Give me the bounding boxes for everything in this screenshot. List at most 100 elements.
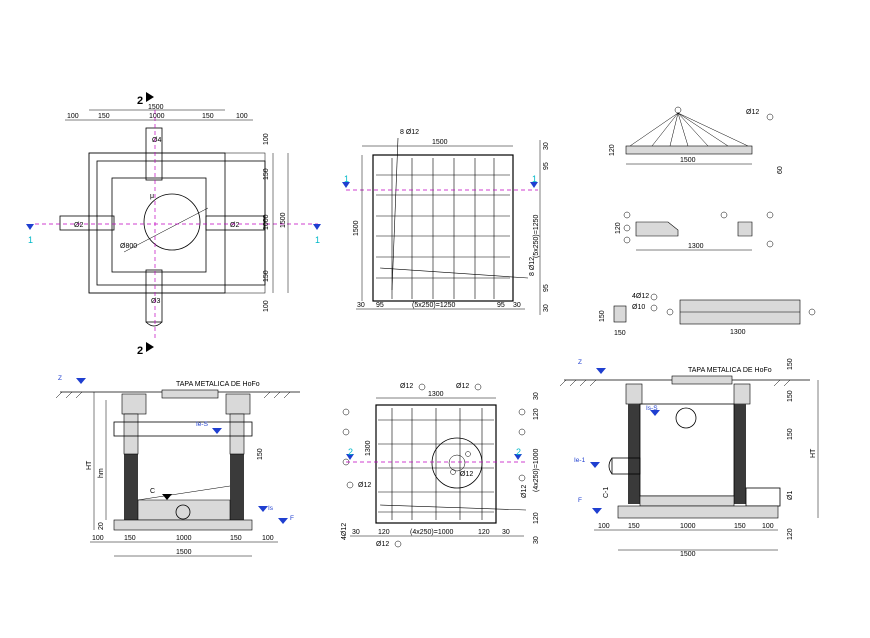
- section2-dim-bottom-2: 150: [628, 523, 640, 530]
- section1-dim-total: 1500: [176, 549, 192, 556]
- section2-level-f: F: [578, 497, 582, 504]
- plan-dim-top-1: 100: [67, 113, 79, 120]
- plan-dim-right-4: 150: [263, 270, 270, 282]
- section2-dim-bottom-3: 1000: [680, 523, 696, 530]
- slab-dim-right-2: 95: [543, 162, 550, 170]
- section2-level-top: Z: [578, 359, 582, 366]
- base-dim-bottom-2: 120: [378, 529, 390, 536]
- section2-level-f-icon: [592, 508, 602, 514]
- level-is-icon: [258, 506, 268, 512]
- section1-dim-bottom-4: 150: [230, 535, 242, 542]
- section2-dim-bottom-1: 100: [598, 523, 610, 530]
- detail-small-dim-b: 150: [614, 330, 626, 337]
- section-marker-bottom: 2: [137, 345, 143, 357]
- plan-pipe-top: Ø4: [152, 137, 161, 144]
- detail-small: 4Ø12 Ø10 150 150 1300: [599, 293, 816, 337]
- slab-dim-bottom-2: 95: [376, 302, 384, 309]
- section1-level-f: F: [290, 515, 294, 522]
- section2-cover-label: TAPA METALICA DE HoFo: [688, 367, 772, 374]
- section-marker-top: 2: [137, 95, 143, 107]
- detail-top-dim-right: 60: [777, 166, 784, 174]
- detail-small-rebar-a: 4Ø12: [632, 293, 649, 300]
- section2-level-ie-icon: [590, 462, 600, 468]
- section2-dim-total: 1500: [680, 551, 696, 558]
- plan-dim-top-5: 100: [236, 113, 248, 120]
- section1-dim-bottom-5: 100: [262, 535, 274, 542]
- section2-dim-150a: 150: [787, 390, 794, 402]
- plan-dim-right-5: 100: [263, 300, 270, 312]
- detail-top-rebar: Ø12: [746, 109, 759, 116]
- section2-level-ie: Ie-1: [574, 457, 586, 464]
- section2-level-z-icon: [596, 368, 606, 374]
- base-dim-right-4: 30: [533, 536, 540, 544]
- section1-level-is: Is: [268, 505, 274, 512]
- detail-mid-dim-bottom: 1300: [688, 243, 704, 250]
- section2-dim-150b: 150: [787, 428, 794, 440]
- base-dim-left: 1300: [365, 440, 372, 456]
- slab-dim-right-4: 30: [543, 304, 550, 312]
- slab-section-left-icon: [342, 182, 350, 188]
- plan-dim-right-1: 100: [263, 133, 270, 145]
- detail-hook-marker-icon: [674, 106, 682, 114]
- section1-dim-bottom-3: 1000: [176, 535, 192, 542]
- plan-view: 2 2 1500 100 150 1000 150 100 Ø4 Ø3 Ø2 Ø…: [26, 92, 321, 357]
- base-dim-bottom-5: 30: [502, 529, 510, 536]
- level-c-icon: [162, 494, 172, 500]
- base-section-right-icon: [514, 454, 522, 460]
- section1-dim-20: 20: [98, 522, 105, 530]
- plan-dim-top-3: 1000: [149, 113, 165, 120]
- detail-small-dim-a: 150: [599, 310, 606, 322]
- detail-top-dim-bottom: 1500: [680, 157, 696, 164]
- section1-dim-bottom-1: 100: [92, 535, 104, 542]
- plan-pipe-left: Ø2: [74, 222, 83, 229]
- base-rebar-b: Ø12: [456, 383, 469, 390]
- section1-dim-150: 150: [257, 448, 264, 460]
- base-rebar-c: Ø12: [460, 471, 473, 478]
- detail-small-bottom: 1300: [730, 329, 746, 336]
- base-dim-bottom-1: 30: [352, 529, 360, 536]
- detail-mid: 1300 120: [615, 211, 774, 251]
- slab-view: 1500 8 Ø12 1 1 1500 (5x250)=1250 8 Ø12: [342, 129, 550, 315]
- section1-dim-hm: hm: [98, 468, 105, 478]
- base-dim-bottom-3: (4x250)=1000: [410, 529, 454, 536]
- plan-dim-right-total: 1500: [280, 212, 287, 228]
- base-section-left-icon: [346, 454, 354, 460]
- plan-dim-top-2: 150: [98, 113, 110, 120]
- slab-dim-right-1: 30: [543, 142, 550, 150]
- section1-dim-ht: HT: [86, 460, 93, 470]
- slab-dim-bottom-3: (5x250)=1250: [412, 302, 456, 309]
- base-rebar-d: Ø12: [358, 482, 371, 489]
- base-dim-right-2: 120: [533, 408, 540, 420]
- base-dim-right-3: 120: [533, 512, 540, 524]
- slab-rebar-right: 8 Ø12: [529, 257, 536, 276]
- base-section-right: 2: [516, 447, 521, 457]
- section2-dim-c1: C-1: [603, 487, 610, 498]
- section-arrow-bottom-icon: [146, 342, 154, 352]
- section2-dim-bottom-4: 150: [734, 523, 746, 530]
- base-dim-bottom-4: 120: [478, 529, 490, 536]
- level-ie-icon: [212, 428, 222, 434]
- section-arrow-left-icon: [26, 224, 34, 230]
- plan-section-right: 1: [315, 235, 320, 245]
- section1-level-ie: Ie-S: [196, 421, 209, 428]
- slab-dim-bottom-4: 95: [497, 302, 505, 309]
- slab-rebar-top: 8 Ø12: [400, 129, 419, 136]
- slab-dim-left: 1500: [353, 220, 360, 236]
- slab-section-right-icon: [530, 182, 538, 188]
- base-view: 1300 Ø12 Ø12 Ø12 Ø12 Ø12: [341, 383, 540, 548]
- section-arrow-top-icon: [146, 92, 154, 102]
- section2-level-is-icon: [650, 410, 660, 416]
- plan-dim-right-2: 150: [263, 168, 270, 180]
- base-dim-right-inner: (4x250)=1000: [533, 448, 540, 492]
- section1-dim-bottom-2: 150: [124, 535, 136, 542]
- section1-level-top: Z: [58, 375, 62, 382]
- level-z-icon: [76, 378, 86, 384]
- section2-dim-o1: Ø1: [787, 491, 794, 500]
- section-1: Z TAPA METALICA DE HoFo C Ie-S Is F HT h…: [55, 375, 300, 557]
- slab-dim-bottom-1: 30: [357, 302, 365, 309]
- section1-cover-label: TAPA METALICA DE HoFo: [176, 381, 260, 388]
- base-section-left: 2: [348, 447, 353, 457]
- base-dim-right-1: 30: [533, 392, 540, 400]
- slab-dim-bottom-5: 30: [513, 302, 521, 309]
- slab-section-right: 1: [532, 174, 537, 184]
